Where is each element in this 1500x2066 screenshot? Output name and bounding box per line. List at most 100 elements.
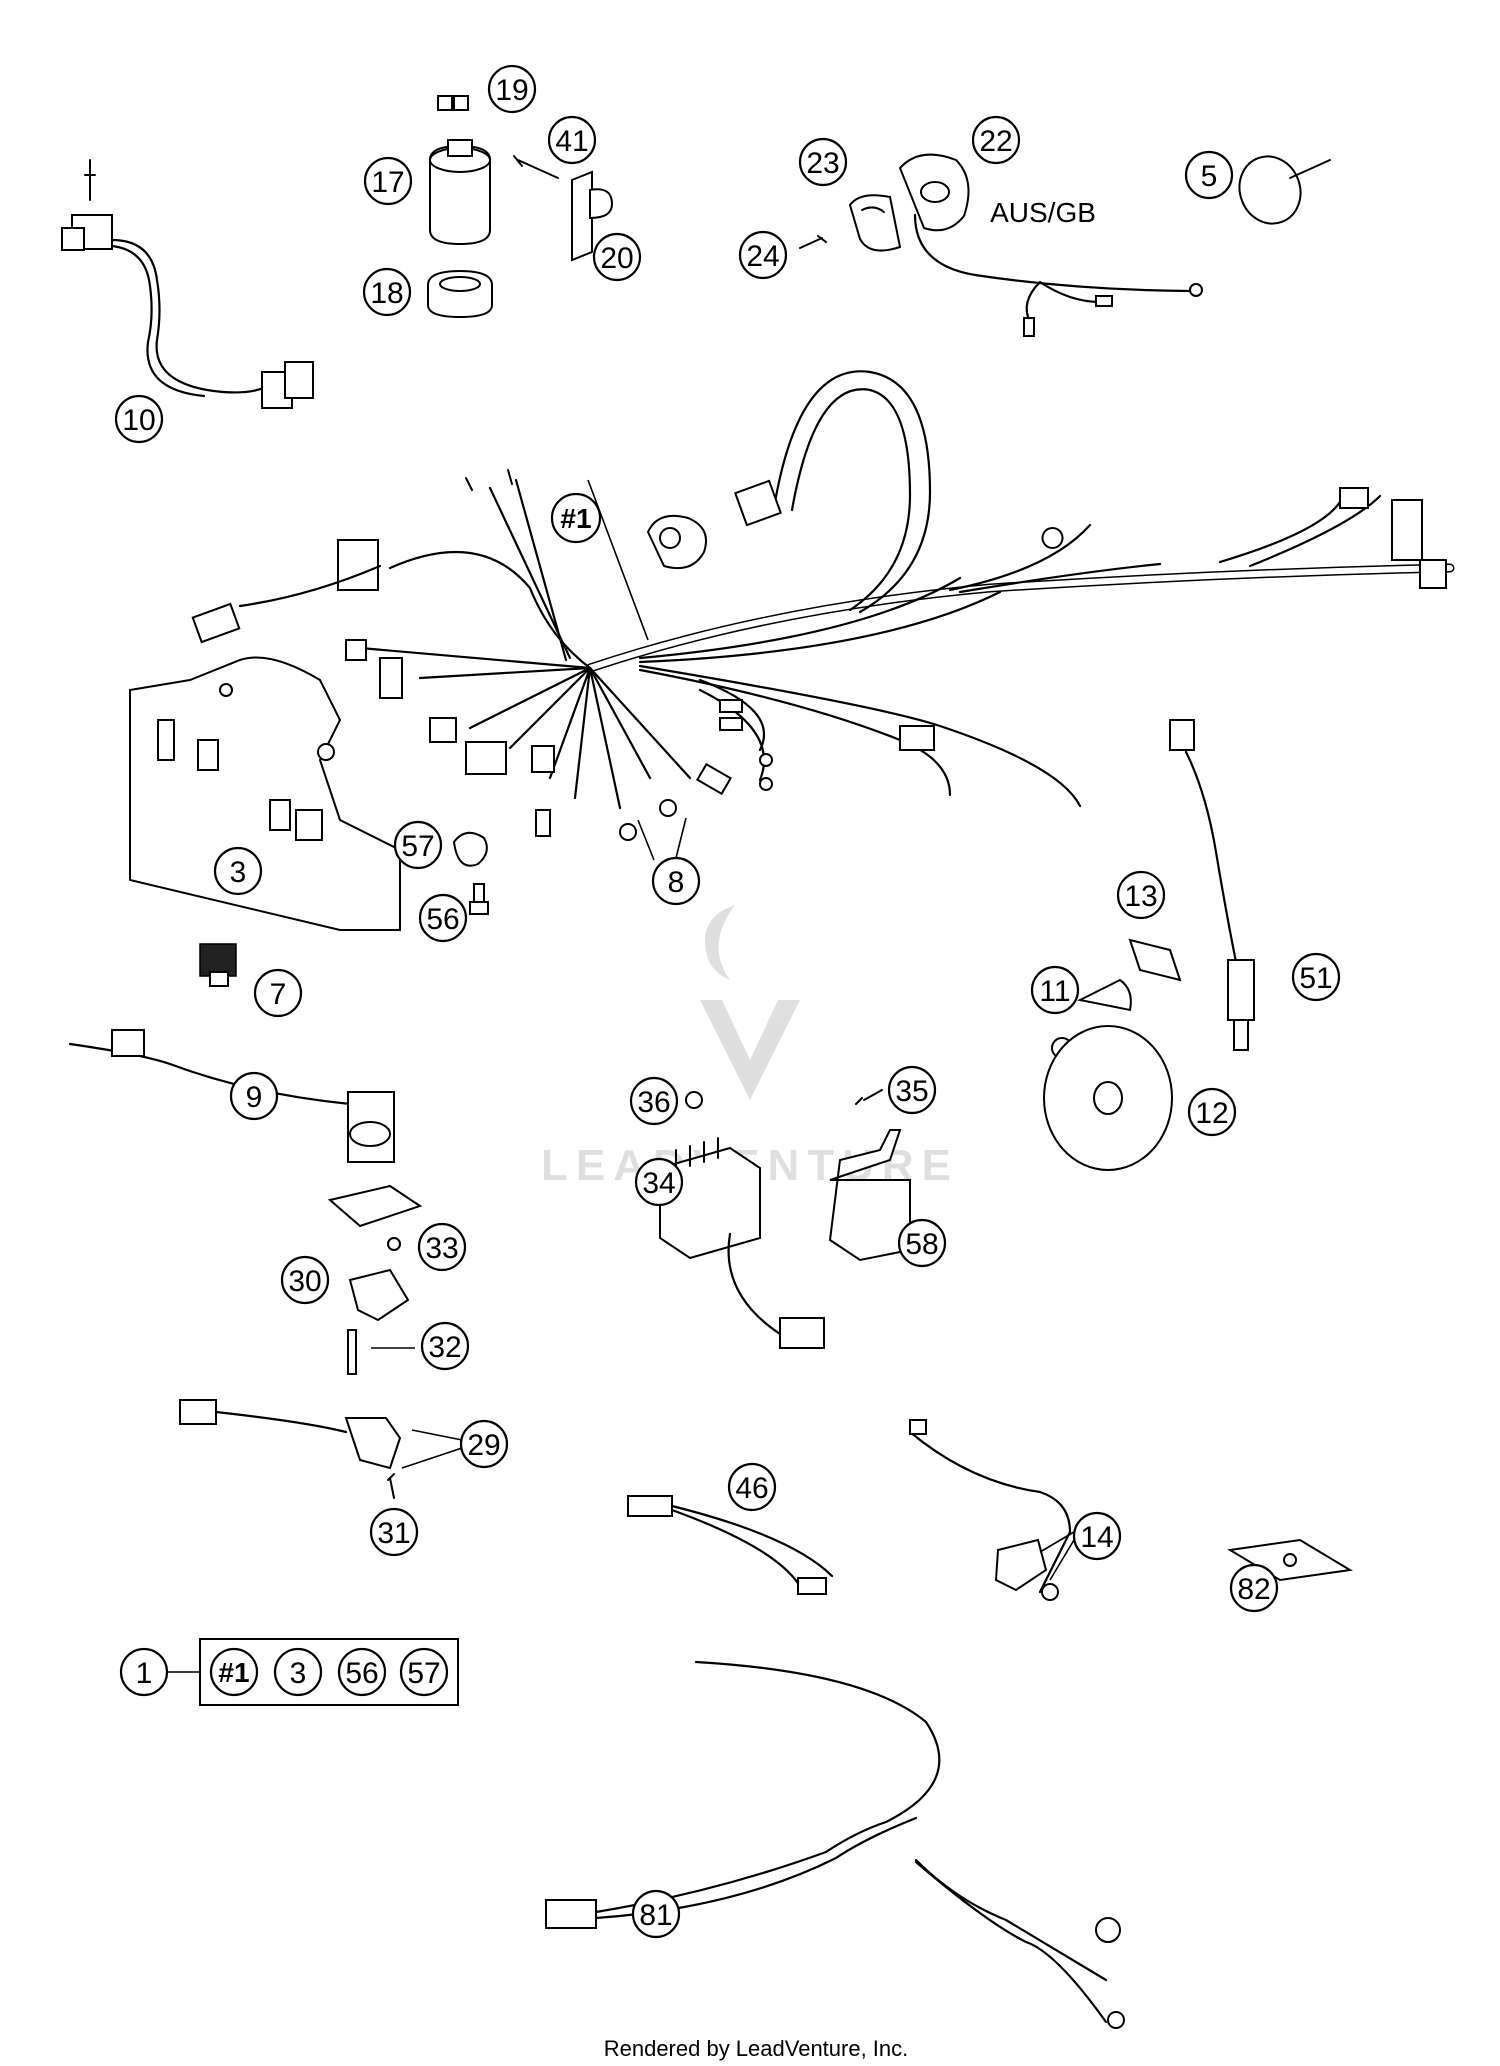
part-34-regulator (659, 1137, 825, 1349)
callout-30: 30 (280, 1255, 330, 1305)
part-22-switch-aus-gb (898, 153, 1203, 337)
svg-text:36: 36 (637, 1086, 670, 1119)
callout-33: 33 (417, 1222, 467, 1272)
part-30-clamp (348, 1268, 410, 1322)
svg-text:51: 51 (1299, 962, 1332, 995)
part-35-screw (855, 1089, 883, 1105)
callout-11: 11 (1030, 965, 1080, 1015)
callout-7: 7 (253, 968, 303, 1018)
svg-text:3: 3 (230, 856, 247, 889)
svg-text:3: 3 (290, 1657, 307, 1690)
svg-text:82: 82 (1237, 1573, 1270, 1606)
svg-text:32: 32 (428, 1331, 461, 1364)
svg-text:18: 18 (370, 277, 403, 310)
callout-81: 81 (631, 1889, 681, 1939)
part-20-bracket (571, 170, 614, 262)
svg-text:23: 23 (806, 147, 839, 180)
callout-18: 18 (362, 267, 412, 317)
callout-41: 41 (547, 115, 597, 165)
svg-text:13: 13 (1124, 880, 1157, 913)
svg-text:12: 12 (1195, 1097, 1228, 1130)
callout-57: 57 (393, 820, 443, 870)
part-9-switch (68, 1029, 395, 1163)
callout-10: 10 (114, 394, 164, 444)
svg-text:24: 24 (746, 240, 779, 273)
svg-text:81: 81 (639, 1899, 672, 1932)
callout-1-ref: #1 (550, 492, 602, 544)
svg-text:57: 57 (401, 830, 434, 863)
svg-text:20: 20 (600, 242, 633, 275)
part-23-clamp (848, 194, 902, 252)
part-46-adapter-cable (627, 1495, 834, 1595)
svg-text:31: 31 (377, 1517, 410, 1550)
part-51-sensor (1169, 719, 1255, 1051)
kit-item-57: 57 (399, 1647, 449, 1697)
callout-24: 24 (738, 230, 788, 280)
callout-5: 5 (1184, 150, 1234, 200)
svg-text:11: 11 (1039, 975, 1070, 1008)
svg-text:56: 56 (345, 1657, 378, 1690)
svg-text:46: 46 (735, 1472, 768, 1505)
svg-text:#1: #1 (560, 503, 591, 534)
callout-29: 29 (459, 1419, 509, 1469)
svg-text:41: 41 (555, 125, 588, 158)
callout-35: 35 (887, 1065, 937, 1115)
callout-46: 46 (727, 1462, 777, 1512)
callout-56: 56 (418, 893, 468, 943)
leader-lines (371, 817, 1075, 1581)
part-13-clip (1128, 938, 1182, 982)
callout-17: 17 (363, 156, 413, 206)
part-56-screw (469, 883, 489, 915)
callout-3: 3 (213, 846, 263, 896)
region-label-aus-gb: AUS/GB (990, 197, 1096, 228)
callout-13: 13 (1116, 870, 1166, 920)
kit-item-56: 56 (337, 1647, 387, 1697)
callout-8: 8 (651, 856, 701, 906)
callout-34: 34 (634, 1157, 684, 1207)
svg-text:58: 58 (905, 1228, 938, 1261)
svg-text:1: 1 (136, 1657, 153, 1690)
svg-text:7: 7 (270, 978, 287, 1011)
callout-82: 82 (1229, 1563, 1279, 1613)
part-36-nut (685, 1091, 703, 1109)
part-24-screw (799, 235, 827, 249)
kit-number-callout: 1 (119, 1647, 169, 1697)
svg-text:10: 10 (122, 404, 155, 437)
svg-text:29: 29 (467, 1429, 500, 1462)
kit-contents-group: 1 #1 3 56 57 (119, 1638, 459, 1706)
svg-text:57: 57 (407, 1657, 440, 1690)
callout-51: 51 (1291, 952, 1341, 1002)
svg-text:8: 8 (668, 866, 685, 899)
callout-20: 20 (592, 232, 642, 282)
part-17-ignition-coil (427, 95, 493, 319)
part-5-cable-tie (1238, 155, 1331, 225)
part-33-plate (327, 1184, 423, 1251)
part-3-bracket-plate (129, 656, 401, 931)
callout-12: 12 (1187, 1087, 1237, 1137)
part-41-bolt (513, 155, 559, 179)
part-81-sub-harness (545, 1660, 1125, 2029)
part-14-sensor (908, 1419, 1072, 1601)
part-main-wiring-harness (191, 370, 1455, 841)
callout-14: 14 (1072, 1511, 1122, 1561)
svg-text:30: 30 (288, 1265, 321, 1298)
footer-credit: Rendered by LeadVenture, Inc. (604, 2036, 909, 2061)
svg-text:19: 19 (495, 74, 528, 107)
part-10-switch-lead (61, 159, 314, 409)
svg-text:17: 17 (371, 166, 404, 199)
svg-text:56: 56 (426, 903, 459, 936)
kit-item-3: 3 (273, 1647, 323, 1697)
callout-58: 58 (897, 1218, 947, 1268)
part-32-screw (347, 1329, 357, 1375)
part-31-screw (387, 1473, 395, 1499)
callout-22: 22 (971, 115, 1021, 165)
svg-text:35: 35 (895, 1075, 928, 1108)
callout-23: 23 (798, 137, 848, 187)
callout-19: 19 (487, 64, 537, 114)
part-57-clamp (452, 831, 488, 867)
callout-9: 9 (229, 1071, 279, 1121)
part-12-horn (1043, 978, 1173, 1171)
kit-item-1: #1 (209, 1647, 259, 1697)
part-29-sensor (179, 1399, 402, 1470)
